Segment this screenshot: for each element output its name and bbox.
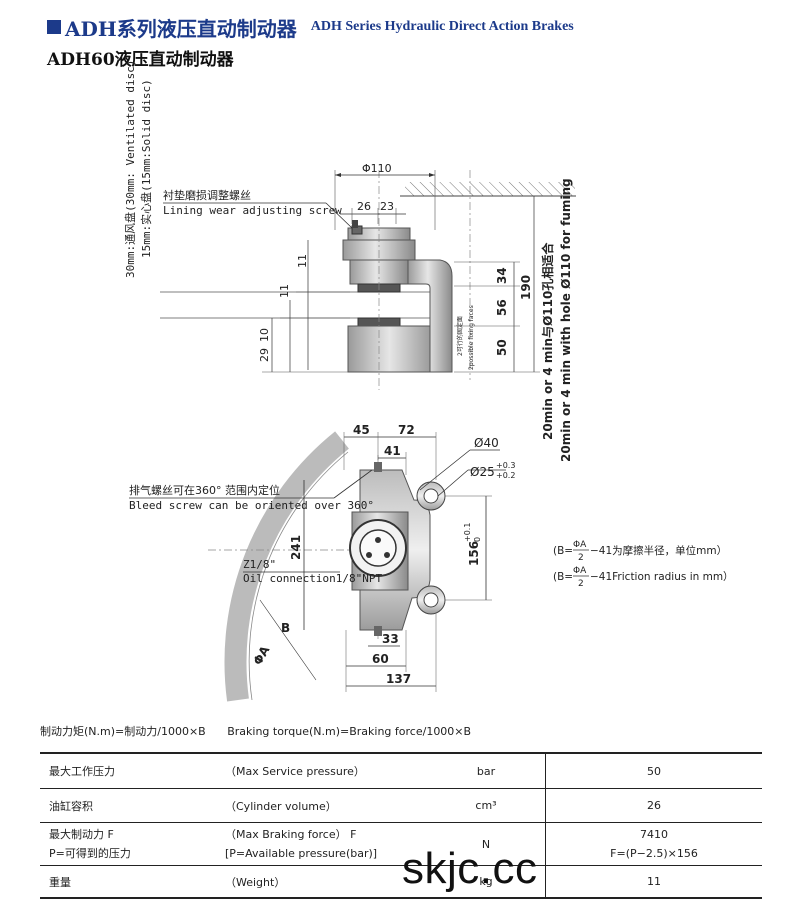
technical-drawing: 30mm:通风盘(30mm: Ventilated disc) 15mm:实心盘… [123,60,734,702]
spec-value: 11 [545,865,762,899]
formula2-den: 2 [578,579,584,589]
spec-unit: cm³ [427,788,546,823]
dim-d29: 29 [258,348,271,362]
spec-unit: bar [427,752,546,789]
formula1-den: 2 [578,553,584,563]
spec-cn: 最大工作压力 [40,752,225,789]
table-row: 最大工作压力 （Max Service pressure） bar 50 [40,752,762,789]
spec-value: 50 [545,752,762,789]
formula2-num: ΦA [573,566,587,576]
dim-d25-tol-dn: +0.2 [496,471,515,480]
spec-value-cell: 7410 F=(P−2.5)×156 [545,822,762,866]
table-row: 油缸容积 （Cylinder volume） cm³ 26 [40,788,762,823]
fixing-cn: 2可行的固定面 [456,316,464,356]
dim-d26: 26 [357,200,371,213]
dim-d41: 41 [384,444,401,458]
dim-d156-tol-up: +0.1 [463,523,472,542]
header-title-cn: ADH系列液压直动制动器 [65,16,297,41]
dim-d11b: 11 [278,284,291,298]
spec-en: （Max Braking force） F [225,828,357,841]
oil-b: Oil connection1/8"NPT [243,572,382,585]
dim-dB: B [281,621,290,635]
mounting-hatch [405,182,575,196]
dim-d156: 156 [467,541,481,566]
spec-unit: N [427,822,546,866]
torque-note-cn: 制动力矩(N.m)=制动力/1000×B [40,725,206,738]
dim-d50: 50 [495,339,509,356]
oil-a: Z1/8" [243,558,276,571]
spec-table: 最大工作压力 （Max Service pressure） bar 50 油缸容… [40,752,762,899]
screw-label-cn: 衬垫磨损调整螺丝 [163,188,251,202]
spec-cn-cell: 最大制动力 F P=可得到的压力 [40,822,225,866]
dim-d23: 23 [380,200,394,213]
spec-value2: F=(P−2.5)×156 [610,847,698,860]
dim-d10: 10 [258,328,271,342]
hole-note-cn: 20min or 4 min与Ø110孔相适合 [540,242,555,440]
dim-d241: 241 [289,535,303,560]
dim-d34: 34 [495,267,509,284]
watermark: skjc.cc [402,844,538,893]
front-view: 45 72 41 Ø40 Ø25 +0.3 +0.2 156 +0.1 0 24… [129,423,515,702]
formula1-rhs: −41为摩擦半径，单位mm） [590,544,727,557]
dim-d25-tol-up: +0.3 [496,461,515,470]
dim-d137: 137 [386,672,411,686]
side-view: 30mm:通风盘(30mm: Ventilated disc) 15mm:实心盘… [123,60,576,462]
disc-note-en: 15mm:实心盘(15mm:Solid disc) [139,79,153,258]
spec-cn: 油缸容积 [40,788,225,823]
dim-d72: 72 [398,423,415,437]
dim-d11a: 11 [296,254,309,268]
table-row: 重量 （Weight） kg 11 [40,865,762,899]
spec-value: 7410 [640,828,668,841]
spec-cn: 重量 [40,865,225,899]
dim-dA: ΦA [250,643,272,667]
formula1-lhs: (B= [553,545,573,557]
dim-d33: 33 [382,632,399,646]
dim-d60: 60 [372,652,389,666]
dim-d45: 45 [353,423,370,437]
screw-label-en: Lining wear adjusting screw [163,204,342,217]
dim-d110: Φ110 [362,162,392,175]
spec-en2: [P=Available pressure(bar)] [225,847,378,860]
table-row: 最大制动力 F P=可得到的压力 （Max Braking force） F [… [40,822,762,866]
spec-value: 26 [545,788,762,823]
dim-d56: 56 [495,299,509,316]
spec-cn2: P=可得到的压力 [49,847,131,860]
friction-radius-formula: (B= ΦA 2 −41为摩擦半径，单位mm） (B= ΦA 2 −41Fric… [553,540,734,589]
formula2-lhs: (B= [553,571,573,583]
bleed-en: Bleed screw can be oriented over 360° [129,499,374,512]
header-square-icon [47,20,61,34]
dim-d190: 190 [519,275,533,300]
spec-en-cell: （Max Braking force） F [P=Available press… [225,822,427,866]
fixing-en: 2possible fixing faces [468,305,475,370]
formula1-num: ΦA [573,540,587,550]
dim-d25: Ø25 [470,465,495,479]
dim-d156-tol-dn: 0 [473,537,482,542]
page-header: ADH系列液压直动制动器 ADH Series Hydraulic Direct… [47,14,574,41]
formula2-rhs: −41Friction radius in mm） [590,571,734,583]
bleed-cn: 排气螺丝可在360° 范围内定位 [129,483,280,497]
hole-note-en: 20min or 4 min with hole Ø110 for fuming [559,178,573,462]
spec-en: （Max Service pressure） [225,752,427,789]
spec-cn: 最大制动力 F [49,828,114,841]
header-title-en: ADH Series Hydraulic Direct Action Brake… [310,19,574,34]
torque-note-en: Braking torque(N.m)=Braking force/1000×B [227,725,472,738]
spec-unit: kg [427,865,546,899]
spec-en: （Weight） [225,865,427,899]
torque-note: 制动力矩(N.m)=制动力/1000×B Braking torque(N.m)… [40,723,471,739]
spec-en: （Cylinder volume） [225,788,427,823]
model-title: ADH60液压直动制动器 [47,50,234,70]
disc-note-cn: 30mm:通风盘(30mm: Ventilated disc) [123,60,137,278]
dim-d40: Ø40 [474,436,499,450]
